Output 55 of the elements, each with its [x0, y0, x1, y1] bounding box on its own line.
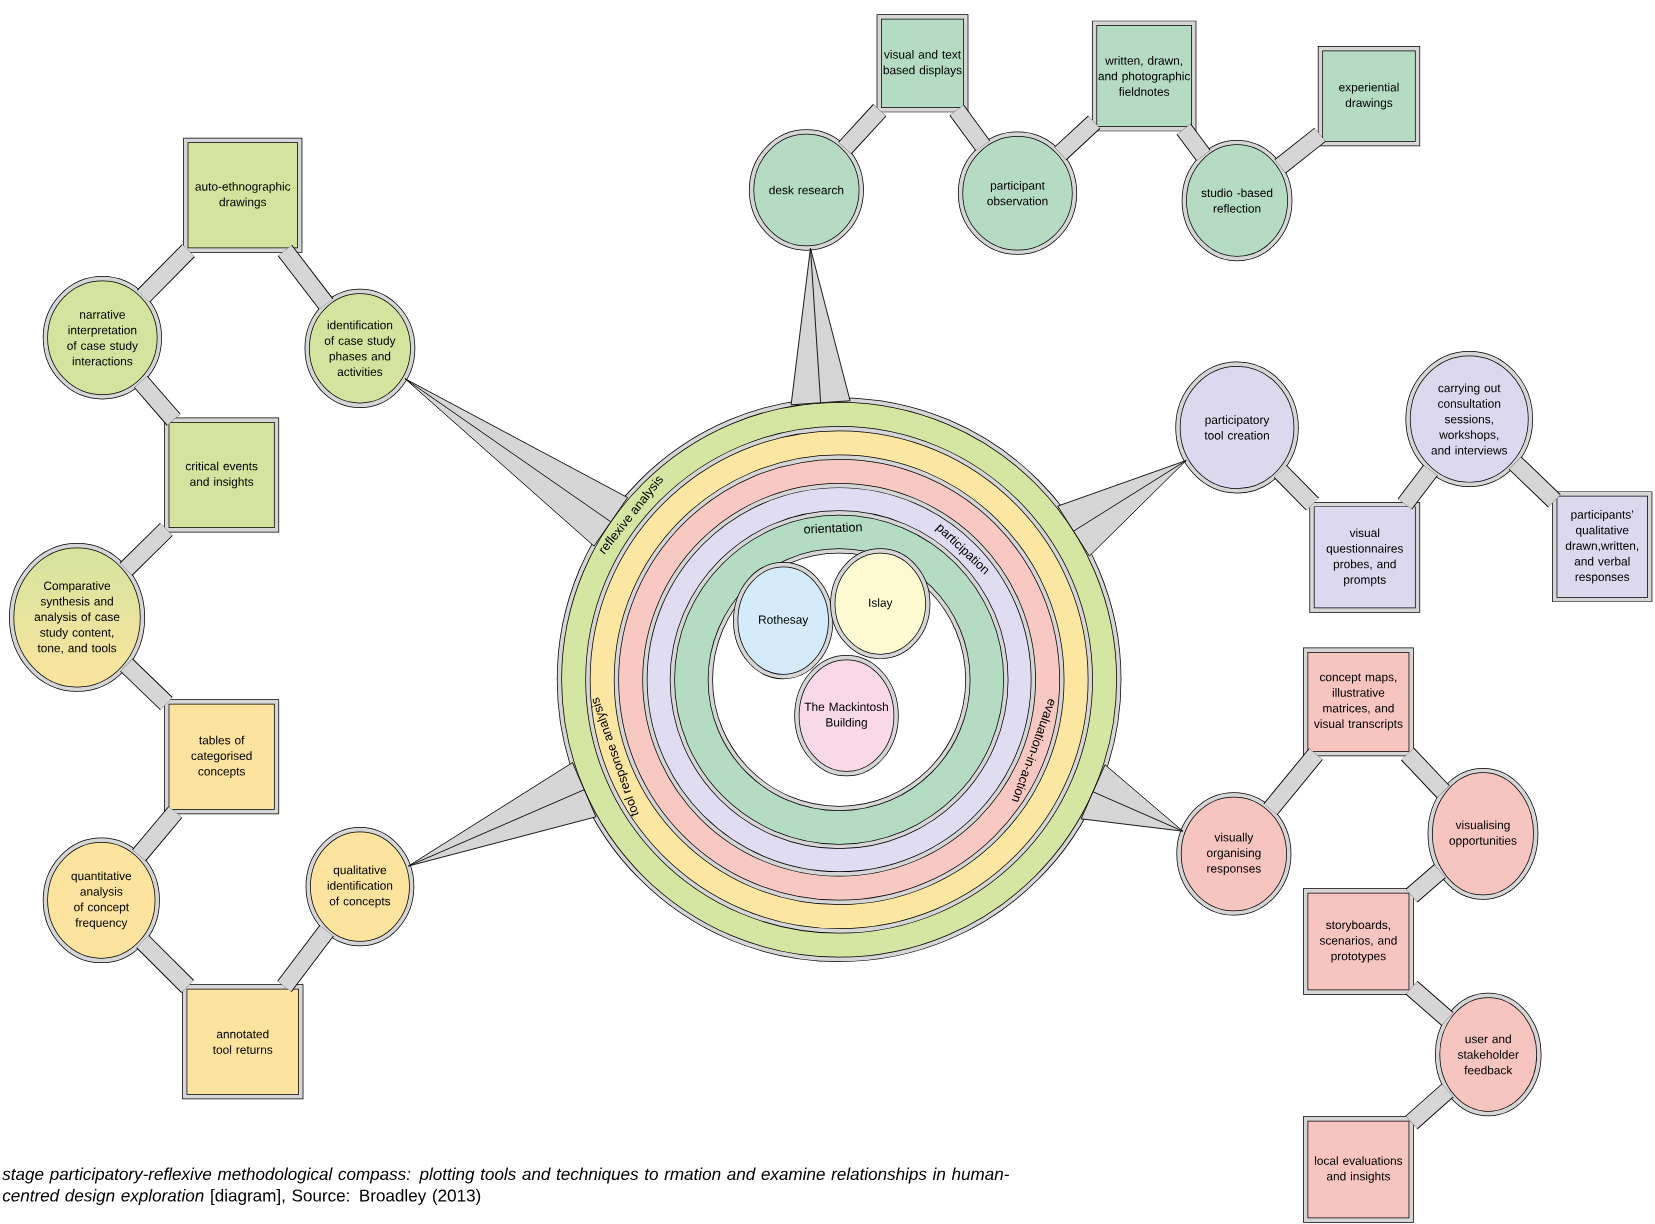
- tail-connector: [132, 806, 183, 862]
- square-card: concept maps, illustrative matrices, and visual transcripts: [1303, 647, 1414, 757]
- square-card: critical events and insights: [164, 417, 280, 533]
- round-bubble: Comparative synthesis and analysis of case study content, tone, and tools: [9, 542, 146, 692]
- square-card: visual questionnaires probes, and prompts: [1309, 501, 1421, 613]
- round-bubble: participant observation: [957, 131, 1078, 255]
- round-bubble: user and stakeholder feedback: [1435, 992, 1542, 1116]
- square-card: tables of categorised concepts: [164, 699, 280, 815]
- tail-connector: [120, 658, 173, 710]
- square-card: storyboards, scenarios, and prototypes: [1303, 888, 1414, 995]
- tail-connector: [1405, 1083, 1454, 1130]
- round-bubble: identification of case study phases and activities: [304, 288, 416, 408]
- tail-connector: [1400, 747, 1450, 798]
- tail-connector: [1405, 980, 1454, 1026]
- tail-connector: [277, 925, 334, 992]
- round-bubble: participatory tool creation: [1175, 361, 1299, 494]
- tail-connector: [1405, 864, 1446, 903]
- square-card: experiential drawings: [1317, 45, 1421, 146]
- compass-spike: [404, 378, 629, 547]
- tail-connector: [277, 244, 334, 310]
- tail-connector: [1176, 123, 1211, 161]
- tail-connector: [1397, 464, 1438, 510]
- square-card: written, drawn, and photographic fieldnotes: [1091, 20, 1197, 132]
- tail-connector: [1263, 748, 1323, 815]
- compass-spike: [790, 247, 851, 406]
- tail-connector: [1274, 127, 1326, 174]
- square-card: auto-ethnographic drawings: [183, 137, 303, 253]
- round-bubble: visually organising responses: [1176, 792, 1292, 916]
- round-bubble: visualising opportunities: [1427, 767, 1539, 900]
- round-bubble: desk research: [748, 129, 864, 251]
- square-card: local evaluations and insights: [1303, 1116, 1414, 1223]
- tail-connector: [119, 522, 173, 576]
- tail-connector: [1054, 115, 1101, 160]
- site-bubble: Islay: [830, 548, 931, 659]
- tail-connector: [134, 375, 181, 426]
- compass-spike: [408, 761, 597, 867]
- site-bubble: Rothesay: [733, 561, 834, 679]
- square-card: participants’ qualitative drawn,written, and verbal responses: [1552, 491, 1653, 602]
- compass-spike: [1080, 764, 1184, 832]
- square-card: annotated tool returns: [182, 984, 304, 1100]
- tail-connector: [838, 103, 887, 155]
- round-bubble: qualitative identification of concepts: [305, 826, 415, 947]
- compass-spike: [1057, 459, 1187, 557]
- tail-connector: [1273, 464, 1319, 511]
- tail-connector: [1508, 456, 1561, 508]
- tail-connector: [949, 104, 991, 151]
- caption: stage participatory-reflexive methodological compass: plotting tools and techniques to rmation and examine relationships in human-centred design exploration [diagram], Source: Broadley (2013): [2, 1167, 1009, 1205]
- site-bubble: The Mackintosh Building: [794, 654, 899, 777]
- round-bubble: studio -based reflection: [1181, 139, 1293, 262]
- round-bubble: carrying out consultation sessions, workshops, and interviews: [1405, 350, 1534, 487]
- round-bubble: narrative interpretation of case study interactions: [42, 275, 162, 400]
- square-card: visual and text based displays: [876, 14, 969, 113]
- round-bubble: quantitative analysis of concept frequency: [42, 837, 160, 963]
- tail-connector: [136, 934, 195, 993]
- tail-connector: [136, 244, 195, 303]
